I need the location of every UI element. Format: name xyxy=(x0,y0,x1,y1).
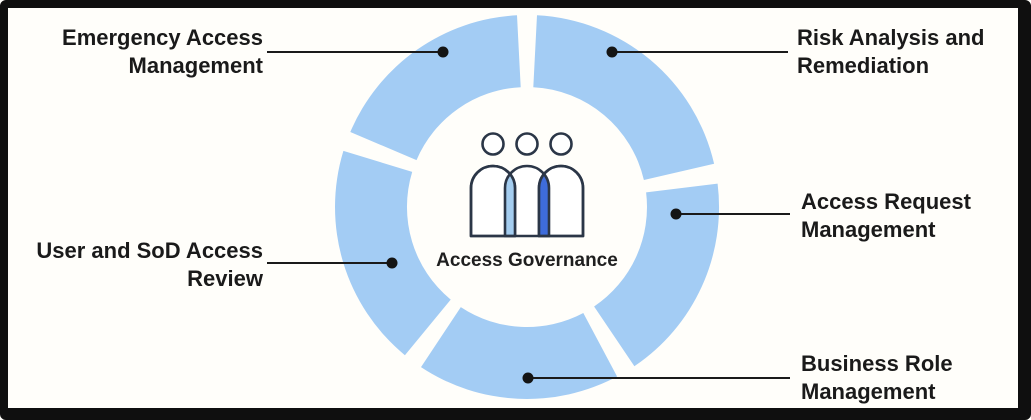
donut-ring xyxy=(335,15,720,399)
label-line: Management xyxy=(801,379,936,404)
person-overlap-left xyxy=(503,166,515,236)
person-body-right-outline xyxy=(537,164,585,238)
anchor-dot-emergency-access xyxy=(437,46,449,58)
person-body-left-outline xyxy=(469,164,517,238)
anchor-dot-user-sod xyxy=(386,257,398,269)
label-business-role-management: Business Role Management xyxy=(801,350,953,406)
person-head-left xyxy=(481,132,505,156)
anchor-dot-access-request xyxy=(670,208,682,220)
segment-access-request-management xyxy=(594,183,720,367)
label-line: Management xyxy=(801,217,936,242)
label-line: User and SoD Access xyxy=(36,238,263,263)
anchor-dot-business-role xyxy=(522,372,534,384)
center-label: Access Governance xyxy=(436,250,618,271)
label-line: Risk Analysis and xyxy=(797,25,985,50)
segment-user-and-sod-access-review xyxy=(335,150,451,356)
label-line: Remediation xyxy=(797,53,930,78)
label-line: Emergency Access xyxy=(62,25,263,50)
three-people-icon xyxy=(469,132,585,238)
person-head-right xyxy=(549,132,573,156)
person-head-middle xyxy=(515,132,539,156)
label-line: Management xyxy=(128,53,263,78)
label-emergency-access-management: Emergency Access Management xyxy=(62,24,263,80)
anchor-dot-risk-analysis xyxy=(606,46,618,58)
person-overlap-right xyxy=(539,166,551,236)
connectors xyxy=(267,46,790,384)
label-line: Business Role xyxy=(801,351,953,376)
label-line: Access Request xyxy=(801,189,971,214)
label-access-request-management: Access Request Management xyxy=(801,188,971,244)
segment-emergency-access-management xyxy=(350,15,521,161)
segment-business-role-management xyxy=(421,307,618,399)
label-user-and-sod-access-review: User and SoD Access Review xyxy=(36,237,263,293)
segment-risk-analysis-and-remediation xyxy=(533,15,715,180)
label-line: Review xyxy=(187,266,263,291)
label-risk-analysis-and-remediation: Risk Analysis and Remediation xyxy=(797,24,984,80)
